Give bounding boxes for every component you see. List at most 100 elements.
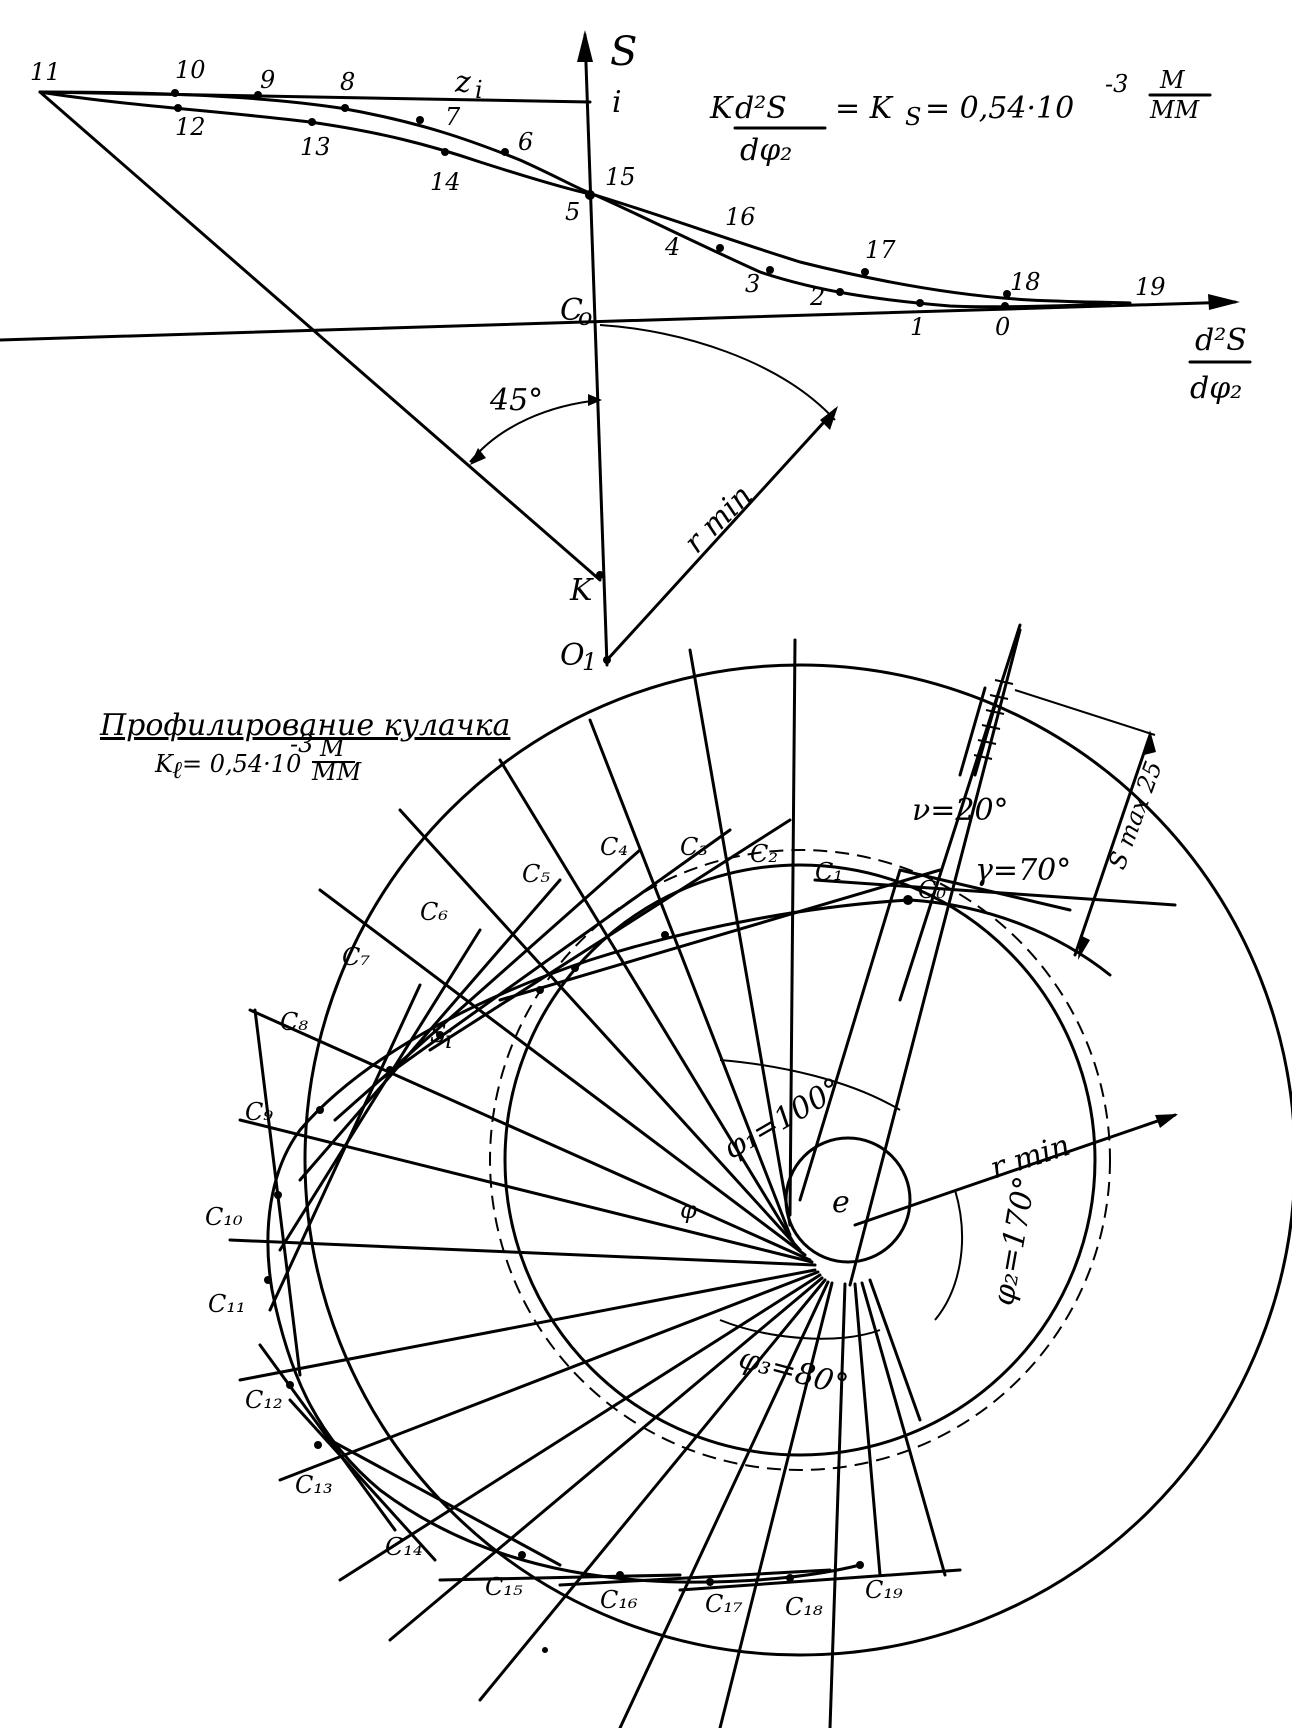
svg-text:ММ: ММ <box>311 758 363 786</box>
cam-point-c18: C₁₈ <box>785 1593 823 1621</box>
angle-45-arc <box>469 399 601 463</box>
diagram-point-labels: 11 10 9 8 7 6 5 4 3 2 1 0 12 13 14 15 16… <box>30 56 1166 341</box>
cam-point-c11: C₁₁ <box>208 1290 246 1318</box>
s-axis-label: S <box>610 29 637 75</box>
i-point-label: i <box>612 85 622 120</box>
cam-point-c4: C₄ <box>600 833 628 861</box>
pt-11: 11 <box>30 58 61 86</box>
rmin-line-bottom <box>853 1113 1177 1227</box>
rmin-dashed-circle <box>489 849 1111 1471</box>
pt-18: 18 <box>1010 268 1041 296</box>
pt-5: 5 <box>565 198 580 226</box>
svg-text:dφ₂: dφ₂ <box>740 133 792 168</box>
cam-point-c10: C₁₀ <box>205 1203 243 1231</box>
cam-point-c3: C₃ <box>680 833 708 861</box>
pt-19: 19 <box>1135 273 1166 301</box>
pt-7: 7 <box>445 103 461 131</box>
angle-45-label: 45° <box>489 383 543 418</box>
cam-point-c7: C₇ <box>342 943 370 971</box>
cam-profile: Профилирование кулачка K ℓ = 0,54·10 -3 … <box>99 623 1292 1728</box>
o1-label: O <box>560 638 585 673</box>
e-label: e <box>832 1185 850 1220</box>
cam-profile-dots <box>264 895 913 1653</box>
cam-point-c15: C₁₅ <box>485 1573 523 1601</box>
outer-circle <box>303 663 1292 1657</box>
follower-guide <box>958 686 987 777</box>
profile-title: Профилирование кулачка <box>99 708 510 743</box>
gamma-angle-label: γ=70° <box>975 853 1071 888</box>
svg-text:K: K <box>154 750 175 778</box>
cam-point-c14: C₁₄ <box>385 1533 423 1561</box>
svg-text:d²S: d²S <box>735 91 787 126</box>
phi2-arc <box>934 1189 964 1321</box>
cam-point-c19: C₁₉ <box>865 1576 903 1604</box>
svg-text:-3: -3 <box>290 730 313 758</box>
pt-16: 16 <box>725 203 756 231</box>
cam-point-c8: C₈ <box>280 1008 308 1036</box>
pt-17: 17 <box>865 236 896 264</box>
cam-point-c12: C₁₂ <box>245 1386 283 1414</box>
base-circle <box>503 863 1097 1457</box>
cam-point-c1: C₁ <box>815 858 843 886</box>
cam-point-labels: C₀ C₁ C₂ C₃ C₄ C₅ C₆ C₇ C₈ C₉ C₁₀ C₁₁ C₁… <box>205 833 946 1621</box>
pt-6: 6 <box>518 128 533 156</box>
svg-text:= 0,54·10: = 0,54·10 <box>182 750 301 778</box>
phi2-label: φ₂=170° <box>986 1174 1043 1309</box>
phi-small-label: φ <box>680 1196 697 1224</box>
pt-4: 4 <box>664 233 680 261</box>
pt-9: 9 <box>260 66 275 94</box>
pt-3: 3 <box>745 270 760 298</box>
scale-formula-kl: K ℓ = 0,54·10 -3 М ММ <box>154 730 363 786</box>
pt-15: 15 <box>605 163 636 191</box>
s-diagram: S d²S dφ₂ z i i 45° r min C o K O 1 <box>0 29 1252 676</box>
svg-text:1: 1 <box>582 648 597 676</box>
rmin-label-top: r min <box>677 478 759 560</box>
rmin-line-top <box>605 408 837 662</box>
svg-text:K: K <box>709 91 734 126</box>
x-axis-label-denominator: dφ₂ <box>1190 371 1242 406</box>
svg-text:ММ: ММ <box>1149 96 1201 124</box>
svg-text:S: S <box>905 103 921 131</box>
pt-1: 1 <box>910 313 925 341</box>
cam-point-c13: C₁₃ <box>295 1471 333 1499</box>
pt-10: 10 <box>175 56 206 84</box>
pt-0: 0 <box>995 313 1010 341</box>
radial-lines <box>228 628 1022 1728</box>
horizontal-axis <box>0 300 1237 342</box>
cam-point-c0: C₀ <box>918 876 946 904</box>
line-11-k <box>38 90 602 582</box>
pt-2: 2 <box>809 283 825 311</box>
phi1-arc <box>719 1059 901 1111</box>
cam-point-c5: C₅ <box>522 860 550 888</box>
svg-text:-3: -3 <box>1105 70 1128 98</box>
scale-formula-ks: K d²S dφ₂ = K S = 0,54·10 -3 М ММ <box>709 66 1212 168</box>
cam-point-c16: C₁₆ <box>600 1586 638 1614</box>
cam-profile-curve <box>266 898 1112 1584</box>
phi1-label: φ₁=100° <box>718 1071 848 1167</box>
cam-point-c6: C₆ <box>420 898 448 926</box>
svg-text:М: М <box>319 734 346 762</box>
tangent-lines <box>253 818 1177 1592</box>
diagram-dots <box>171 89 1011 664</box>
horizontal-axis-arrow <box>1208 294 1240 310</box>
svg-text:i: i <box>475 76 483 104</box>
k-label: K <box>569 573 594 608</box>
svg-text:= 0,54·10: = 0,54·10 <box>925 91 1074 126</box>
svg-text:= K: = K <box>835 91 894 126</box>
zi-label: z <box>454 65 471 100</box>
rmin-arc-top <box>599 324 836 421</box>
cam-point-c2: C₂ <box>750 840 778 868</box>
svg-text:i: i <box>445 1026 453 1054</box>
s-axis-arrow <box>577 30 593 62</box>
pt-8: 8 <box>340 68 355 96</box>
s-axis <box>583 33 609 667</box>
cam-point-c17: C₁₇ <box>705 1590 743 1618</box>
smax-dimension <box>1073 733 1152 957</box>
pt-13: 13 <box>300 133 331 161</box>
cam-point-c9: C₉ <box>245 1098 273 1126</box>
nu-angle-label: ν=20° <box>912 793 1009 828</box>
svg-text:М: М <box>1159 66 1186 94</box>
svg-text:o: o <box>578 303 592 331</box>
pt-14: 14 <box>430 168 461 196</box>
